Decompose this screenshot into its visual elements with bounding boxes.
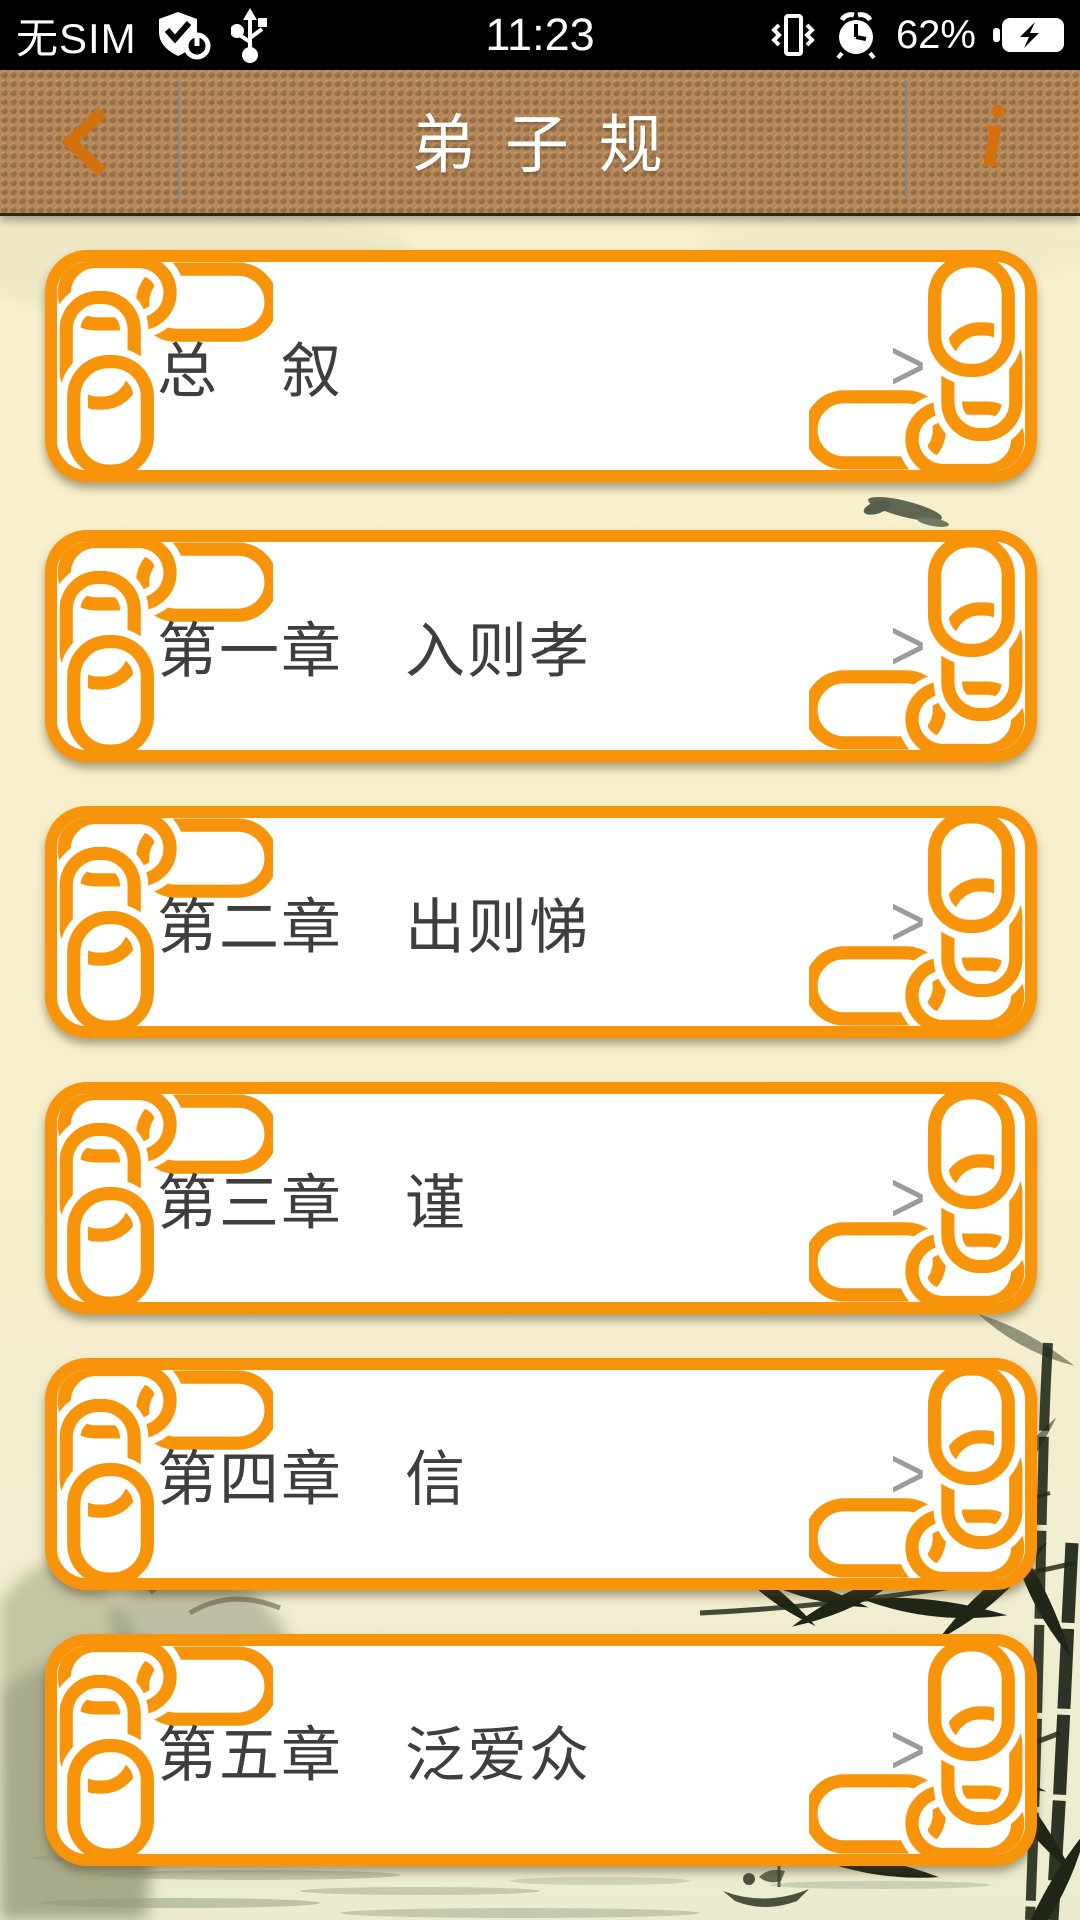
list-item-chapter-4[interactable]: 第四章 信 > (45, 1358, 1037, 1590)
list-item-label: 第四章 信 (157, 1445, 467, 1513)
list-item-chapter-1[interactable]: 第一章 入则孝 > (45, 530, 1037, 762)
status-left-group: 无SIM (16, 0, 269, 70)
list-item-label: 第五章 泛爱众 (157, 1721, 591, 1789)
info-button[interactable]: i (958, 78, 1028, 198)
list-item-chapter-3[interactable]: 第三章 谨 > (45, 1082, 1037, 1314)
title-bar: 弟 子 规 i (0, 70, 1080, 216)
list-item-chapter-5[interactable]: 第五章 泛爱众 > (45, 1634, 1037, 1866)
vibrate-icon (771, 14, 815, 56)
titlebar-divider-left (178, 82, 180, 199)
list-item-label: 第二章 出则悌 (157, 893, 591, 961)
chevron-right-icon: > (889, 882, 926, 962)
battery-charging-icon (993, 18, 1064, 52)
alarm-clock-icon (836, 12, 876, 59)
list-item-label: 第一章 入则孝 (157, 617, 591, 685)
back-chevron-icon (61, 107, 107, 177)
page-title: 弟 子 规 (411, 109, 669, 181)
status-bar: 无SIM 11:23 (0, 0, 1080, 70)
titlebar-divider-right (905, 82, 907, 199)
chevron-right-icon: > (889, 1158, 926, 1238)
chevron-right-icon: > (889, 326, 926, 406)
content-area: 总 叙 > 第一章 入则孝 > 第二章 出则悌 > 第三章 谨 > 第四章 信 … (0, 213, 1080, 1920)
status-time: 11:23 (485, 9, 595, 60)
usb-icon (230, 8, 267, 63)
back-button[interactable] (56, 106, 120, 178)
carrier-label: 无SIM (16, 14, 137, 62)
battery-percent-label: 62% (895, 12, 976, 57)
list-item-label: 总 叙 (157, 337, 343, 405)
chevron-right-icon: > (889, 606, 926, 686)
list-item-label: 第三章 谨 (157, 1169, 467, 1237)
status-right-group: 62% (770, 0, 1066, 70)
shield-check-icon (158, 12, 211, 60)
list-item-chapter-2[interactable]: 第二章 出则悌 > (45, 806, 1037, 1038)
chevron-right-icon: > (889, 1710, 926, 1790)
list-item-preface[interactable]: 总 叙 > (45, 250, 1037, 482)
chevron-right-icon: > (889, 1434, 926, 1514)
